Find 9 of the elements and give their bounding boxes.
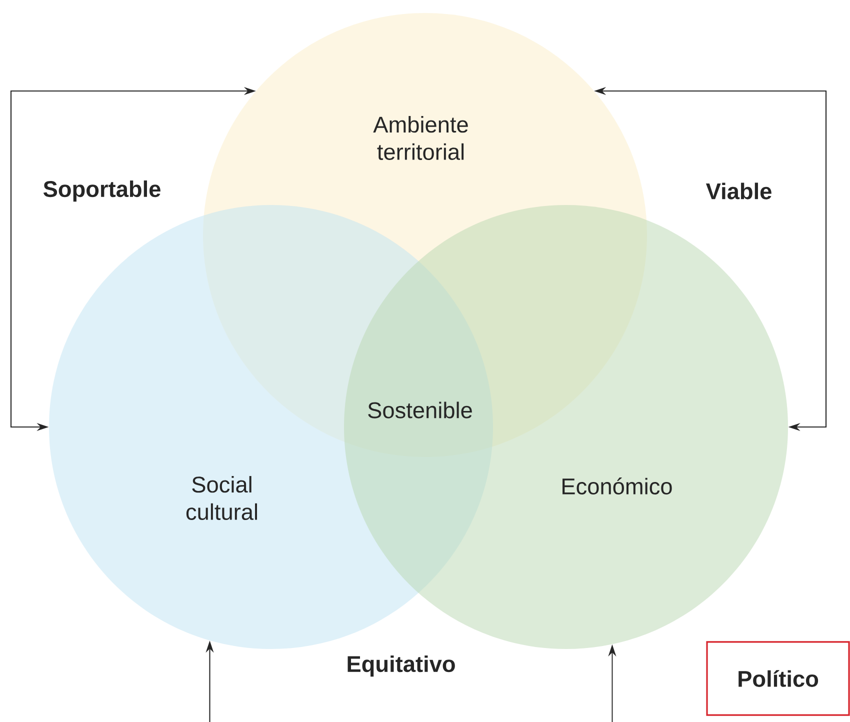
edge-label: Viable [706,182,772,200]
text-label: Sostenible [368,402,472,418]
venn-circle [344,205,788,649]
circle-label: Ambiente territorial [373,116,468,160]
text-label: Equitativo [348,655,455,677]
circle-label: Social cultural [186,476,257,520]
text-box: Político [706,641,850,716]
circle-label: Económico [562,478,672,494]
edge-label: Soportable [43,180,160,202]
